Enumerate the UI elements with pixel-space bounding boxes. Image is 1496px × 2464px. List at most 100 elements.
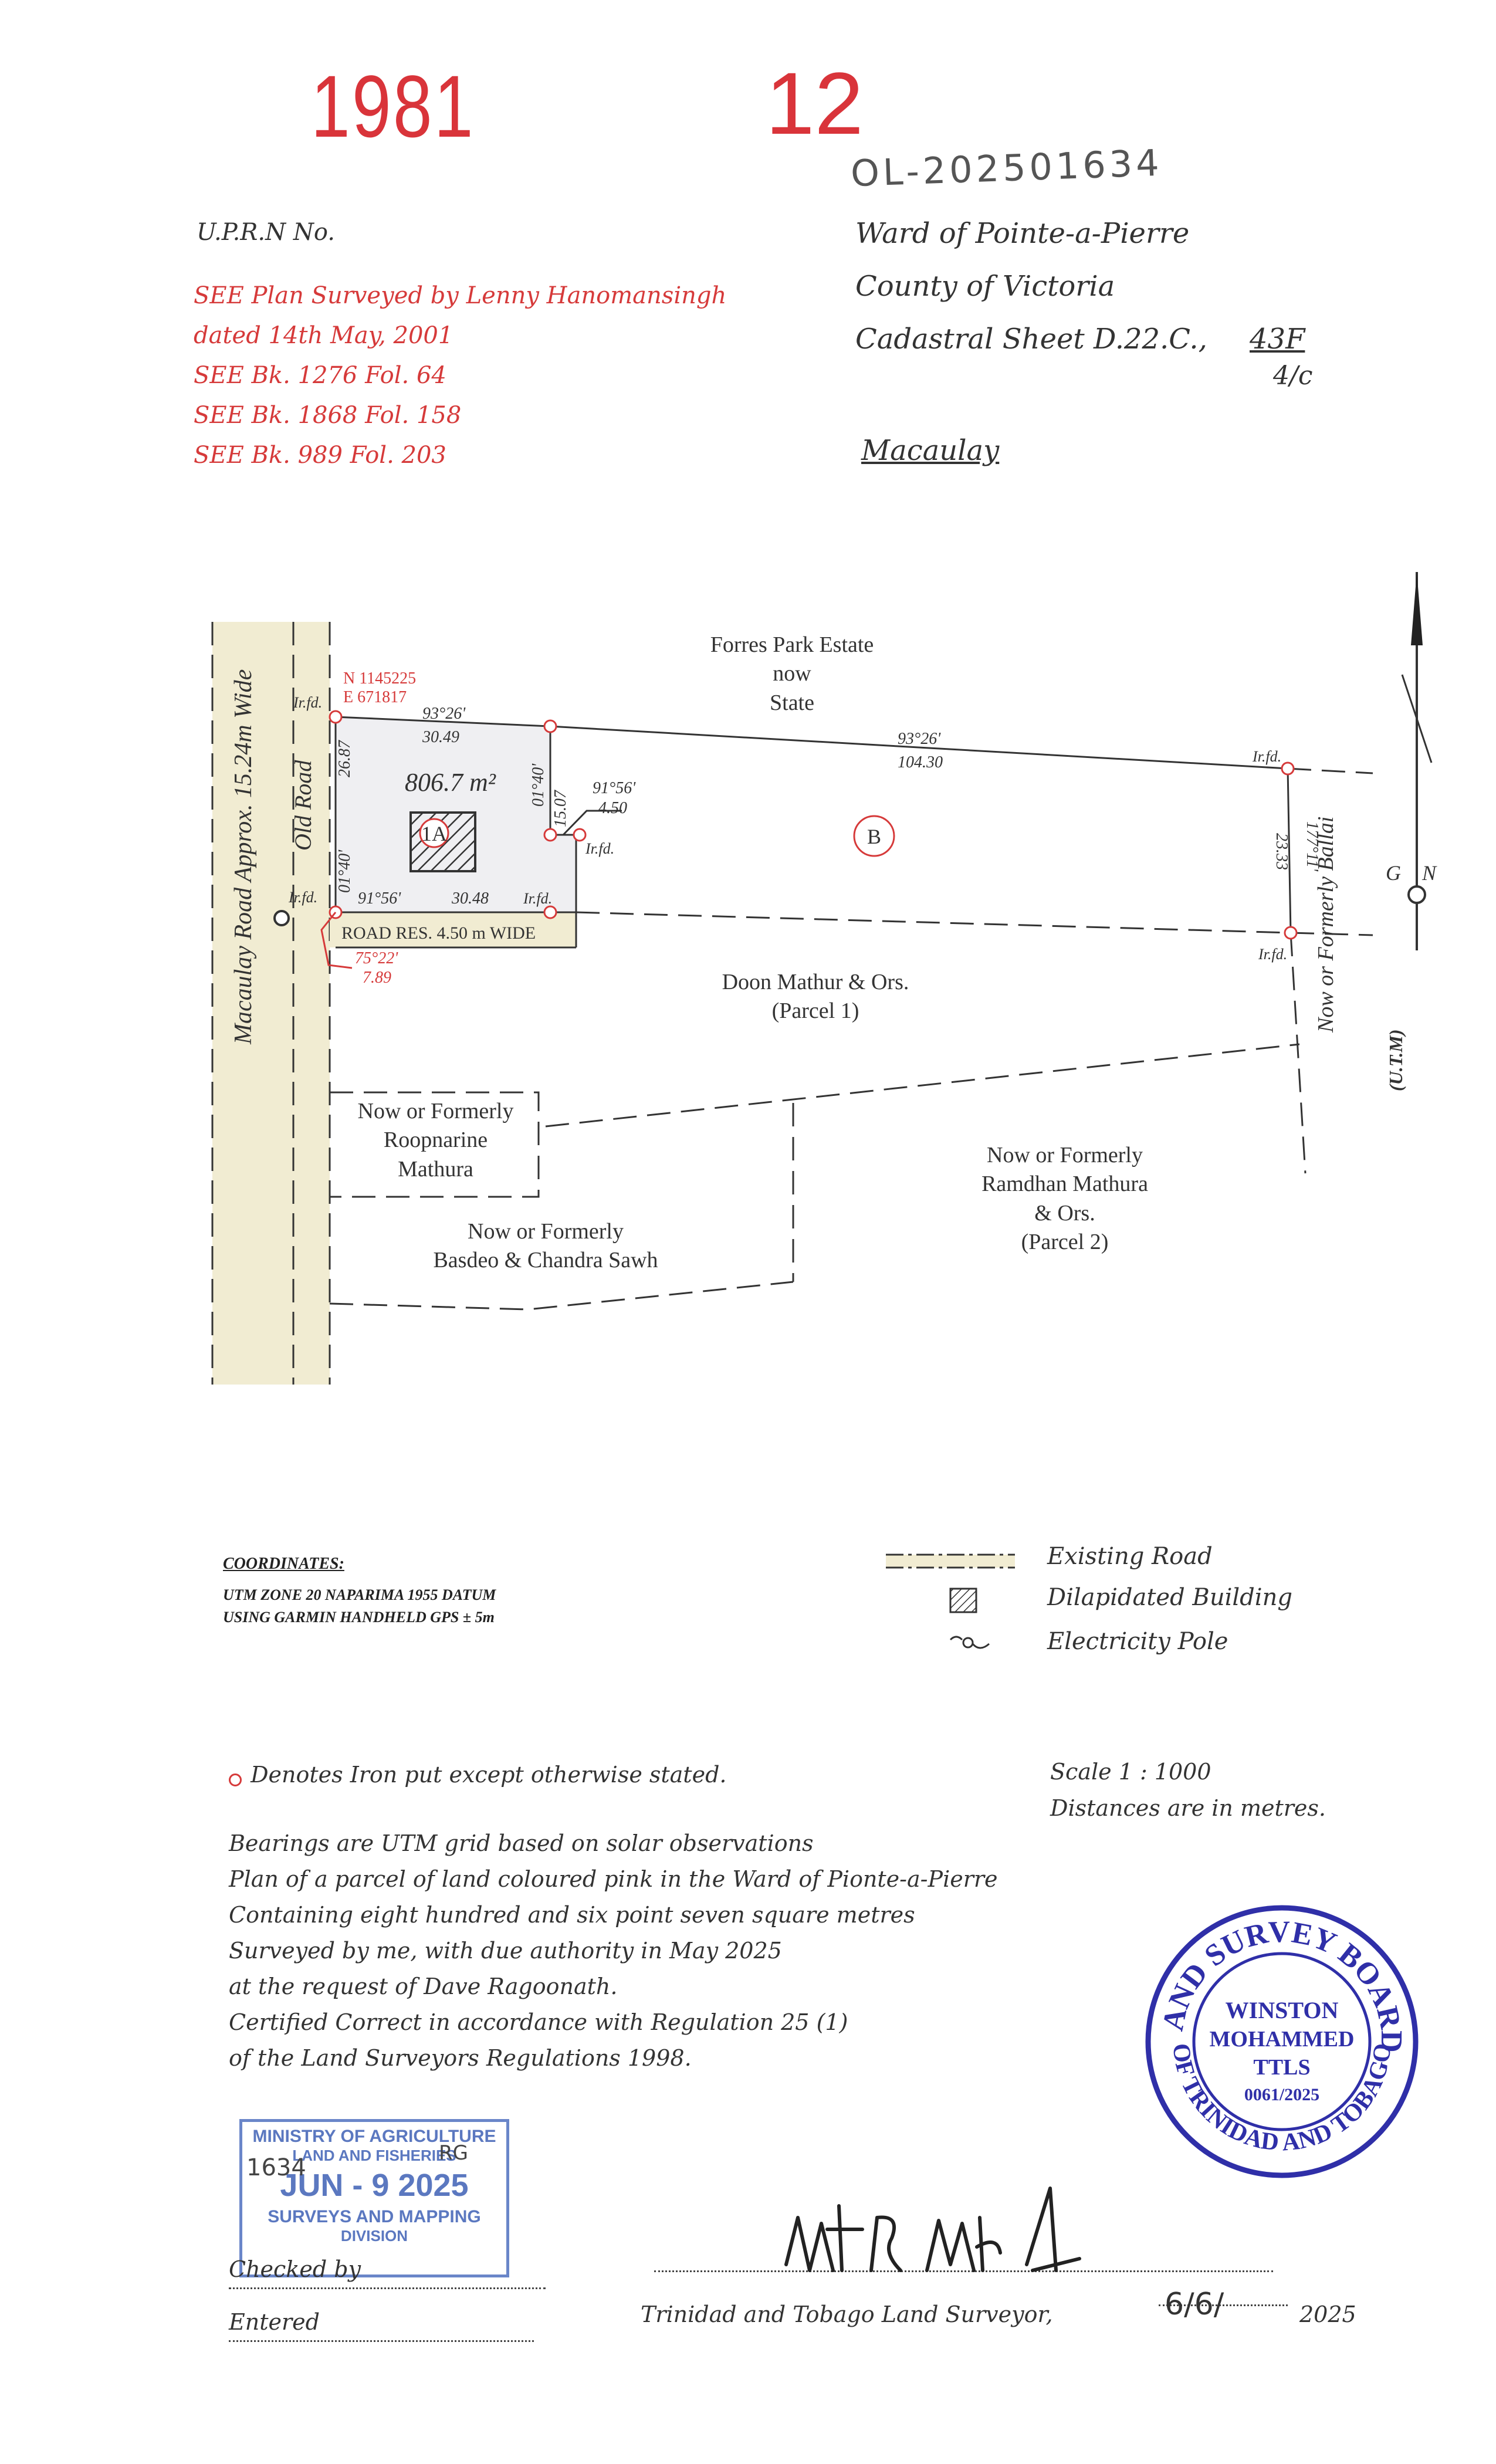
- iron-found-label: Ir.fd.: [288, 889, 317, 906]
- land-survey-board-seal: LAND SURVEY BOARD OF TRINIDAD AND TOBAGO…: [1141, 1901, 1419, 2178]
- old-road-label: Old Road: [290, 760, 316, 851]
- road-reserve-strip: [330, 912, 576, 947]
- electricity-pole: [273, 910, 290, 926]
- stamp-ministry-line: SURVEYS AND MAPPING: [268, 2207, 481, 2226]
- parcel-boundary-dashed: [330, 1091, 540, 1198]
- north-boundary: [550, 725, 1288, 770]
- dim-left-distance: 26.87: [336, 740, 354, 777]
- parcel-1a-label-circle: [419, 818, 449, 848]
- east-boundary-dashed: [1289, 932, 1307, 1174]
- stamp-handwritten-initials: RG: [439, 2141, 468, 2165]
- sheet-number-top: 43F: [1250, 323, 1305, 356]
- parcel-boundary-dashed: [329, 1281, 794, 1311]
- parcel-boundary-dashed: [545, 1043, 1300, 1128]
- neighbour-line: Doon Mathur & Ors.: [722, 970, 909, 994]
- parcel-b-label: B: [867, 825, 881, 848]
- dim-step-bearing: 91°56': [593, 779, 636, 797]
- north-g-label: G: [1386, 861, 1401, 885]
- seal-title: TTLS: [1253, 2055, 1310, 2080]
- stamp-ministry-line: DIVISION: [340, 2227, 408, 2245]
- neighbour-line: Ramdhan Mathura: [981, 1172, 1148, 1197]
- stamp-ministry-line: LAND AND FISHERIES: [292, 2147, 456, 2164]
- legend-dilapidated-building: Dilapidated Building: [1047, 1584, 1292, 1611]
- south-boundary-dashed: [1290, 932, 1373, 936]
- ministry-received-stamp: MINISTRY OF AGRICULTURE LAND AND FISHERI…: [239, 2119, 509, 2277]
- certification-line: Containing eight hundred and six point s…: [229, 1902, 915, 1928]
- reference-line: dated 14th May, 2001: [194, 322, 453, 349]
- parcel-1a-label: 1A: [421, 822, 447, 845]
- dim-step-distance: 4.50: [598, 799, 627, 817]
- north-boundary-dashed: [1287, 767, 1373, 774]
- forres-park-label: Forres Park Estate now State: [692, 631, 892, 717]
- neighbour-line: Now or Formerly: [987, 1143, 1143, 1167]
- seal-name-first: WINSTON: [1226, 1997, 1339, 2023]
- certification-line: Surveyed by me, with due authority in Ma…: [229, 1938, 782, 1964]
- survey-plan: 1A B Macaulay Road Approx. 15.24m Wide O…: [211, 572, 1437, 1385]
- east-coordinate: E 671817: [343, 688, 407, 706]
- coordinates-note: COORDINATES: UTM ZONE 20 NAPARIMA 1955 D…: [223, 1555, 496, 1626]
- iron-marker: [1284, 926, 1298, 940]
- certification-text: Bearings are UTM grid based on solar obs…: [229, 1826, 998, 2076]
- macaulay-road-label: Macaulay Road Approx. 15.24m Wide: [230, 669, 257, 1045]
- coordinates-method: USING GARMIN HANDHELD GPS ± 5m: [223, 1609, 495, 1626]
- road-reserve-label: ROAD RES. 4.50 m WIDE: [341, 923, 536, 943]
- surveyor-title: Trinidad and Tobago Land Surveyor,: [641, 2301, 1053, 2327]
- iron-found-label: Ir.fd.: [585, 840, 614, 857]
- cadastral-sheet: Cadastral Sheet D.22.C.,: [855, 323, 1207, 356]
- county-name: County of Victoria: [855, 270, 1115, 303]
- certification-line: Plan of a parcel of land coloured pink i…: [229, 1866, 998, 1892]
- neighbour-line: now: [773, 661, 811, 686]
- dim-right-distance: 15.07: [551, 790, 570, 827]
- iron-marker: [543, 828, 557, 842]
- north-n-label: N: [1421, 861, 1437, 885]
- iron-found-label: Ir.fd.: [523, 890, 552, 907]
- neighbour-line: Now or Formerly: [357, 1099, 514, 1123]
- sheet-number-bottom: 4/c: [1273, 361, 1313, 391]
- neighbour-line: Forres Park Estate: [710, 632, 874, 657]
- signing-date-line: [1159, 2304, 1288, 2306]
- iron-marker: [543, 719, 557, 733]
- roopnarine-label: Now or Formerly Roopnarine Mathura: [337, 1097, 534, 1184]
- dim-bottom-bearing: 91°56': [358, 889, 401, 908]
- iron-found-label: Ir.fd.: [293, 694, 322, 711]
- neighbour-line: Basdeo & Chandra Sawh: [433, 1248, 658, 1273]
- stamp-handwritten-number: 1634: [246, 2154, 306, 2181]
- dim-bottom-distance: 30.48: [451, 889, 489, 908]
- neighbour-line: (Parcel 1): [771, 999, 859, 1024]
- plan-references: SEE Plan Surveyed by Lenny Hanomansingh …: [194, 276, 726, 475]
- coordinates-datum: UTM ZONE 20 NAPARIMA 1955 DATUM: [223, 1586, 496, 1603]
- north-coordinate: N 1145225: [343, 669, 416, 688]
- center-record-number: 12: [766, 54, 864, 153]
- surveyor-signature-line: [654, 2270, 1273, 2272]
- parcel-b-label-circle: [853, 815, 895, 857]
- neighbour-line: (Parcel 2): [1021, 1230, 1109, 1255]
- step-dimension-pointer: [562, 810, 622, 836]
- ramdhan-label: Now or Formerly Ramdhan Mathura & Ors. (…: [933, 1141, 1197, 1257]
- dim-long-distance: 104.30: [898, 753, 943, 771]
- north-arrow-circle: [1407, 885, 1426, 904]
- doon-mathur-label: Doon Mathur & Ors. (Parcel 1): [692, 968, 939, 1026]
- iron-marker: [329, 710, 343, 724]
- neighbour-line: Mathura: [398, 1156, 473, 1182]
- dim-left-bearing: 01°40': [336, 849, 354, 893]
- certification-line: Certified Correct in accordance with Reg…: [229, 2009, 848, 2035]
- east-boundary: [1287, 768, 1292, 933]
- iron-marker: [543, 905, 557, 919]
- legend-existing-road: Existing Road: [1047, 1543, 1213, 1570]
- surveyor-signature: [784, 2187, 1081, 2272]
- dim-tie-bearing: 75°22': [355, 949, 398, 967]
- signing-year: 2025: [1299, 2301, 1356, 2327]
- distances-note: Distances are in metres.: [1050, 1795, 1326, 1821]
- dim-east-bearing: 177°11': [1303, 821, 1321, 872]
- entered-line: Entered: [229, 2304, 534, 2342]
- certification-line: of the Land Surveyors Regulations 1998.: [229, 2045, 692, 2071]
- legend-electricity-pole: Electricity Pole: [1047, 1628, 1228, 1655]
- dim-long-bearing: 93°26': [898, 730, 941, 748]
- stamp-ministry-line: MINISTRY OF AGRICULTURE: [252, 2127, 496, 2146]
- legend-symbols: [886, 1553, 1015, 1649]
- certification-line: at the request of Dave Ragoonath.: [229, 1974, 618, 1999]
- dim-tie-distance: 7.89: [363, 969, 391, 987]
- dim-top-bearing: 93°26': [422, 705, 466, 723]
- iron-found-label: Ir.fd.: [1258, 946, 1287, 963]
- checked-by-label: Checked by: [229, 2256, 361, 2282]
